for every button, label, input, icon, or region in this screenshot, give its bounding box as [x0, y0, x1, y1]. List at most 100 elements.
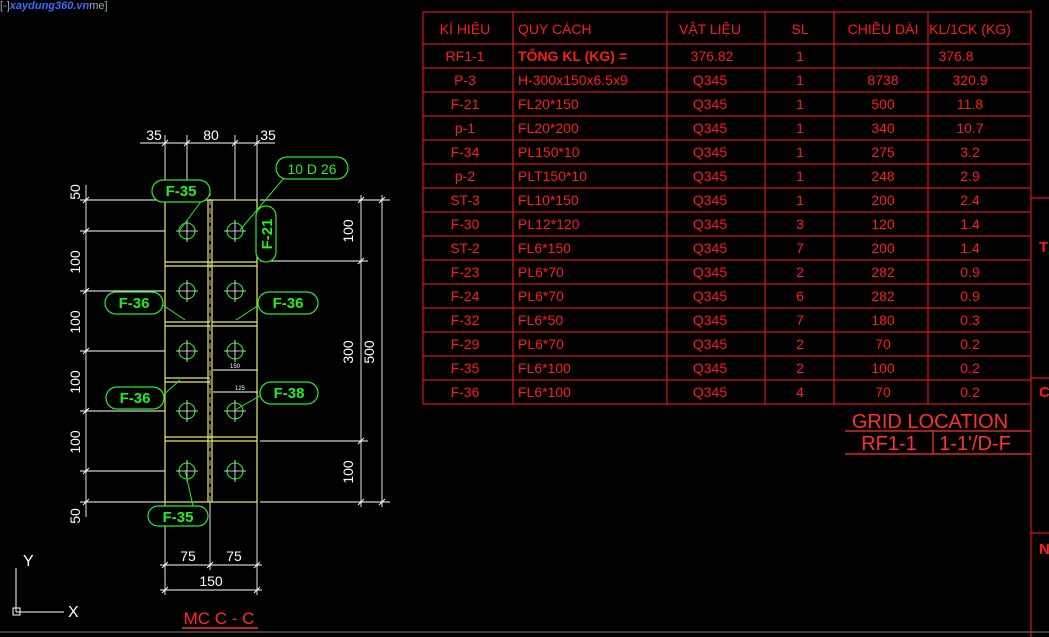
callout-f35-bottom: F-35	[163, 509, 194, 526]
table-cell: 0.2	[960, 384, 980, 400]
table-cell: FL6*100	[518, 384, 571, 400]
table-cell: PL150*10	[518, 144, 580, 160]
table-cell: 1	[796, 168, 804, 184]
table-cell: P-3	[454, 72, 476, 88]
dim-left-4: 100	[67, 370, 83, 394]
table-header-cell: KÍ HIỆU	[440, 21, 491, 37]
table-cell: F-30	[451, 216, 480, 232]
callout-f36-lower: F-36	[120, 390, 151, 407]
table-cell: 0.3	[960, 312, 980, 328]
table-cell: FL10*150	[518, 192, 579, 208]
table-cell: ST-2	[450, 240, 480, 256]
callout-f36-left: F-36	[119, 295, 150, 312]
table-cell: Q345	[693, 288, 727, 304]
table-cell: 2.4	[960, 192, 980, 208]
table-cell: 70	[875, 336, 891, 352]
table-cell: 100	[871, 360, 895, 376]
table-cell: 10.7	[956, 120, 983, 136]
table-cell: TỔNG KL (KG) =	[518, 47, 627, 64]
table-header-cell: CHIỀU DÀI	[848, 21, 919, 37]
table-cell: PL6*70	[518, 288, 564, 304]
dim-top-3: 35	[260, 127, 276, 143]
table-cell: 2.9	[960, 168, 980, 184]
dim-left-3: 100	[67, 310, 83, 334]
table-cell: Q345	[693, 120, 727, 136]
callout-f36-right: F-36	[273, 295, 304, 312]
grid-location-title: GRID LOCATION	[852, 411, 1008, 433]
table-cell: 200	[871, 192, 895, 208]
table-cell: PL6*70	[518, 264, 564, 280]
table-cell: Q345	[693, 384, 727, 400]
table-cell: Q345	[693, 360, 727, 376]
table-cell: 2	[796, 336, 804, 352]
table-cell: PL12*120	[518, 216, 580, 232]
table-cell: 2	[796, 360, 804, 376]
table-cell: F-23	[451, 264, 480, 280]
table-cell: 340	[871, 120, 895, 136]
table-cell: 11.8	[957, 96, 983, 112]
table-cell: 3.2	[960, 144, 980, 160]
dim-bottom-2: 75	[226, 548, 242, 564]
table-cell: 120	[871, 216, 895, 232]
dim-left-5: 100	[67, 430, 83, 454]
table-cell: F-21	[451, 96, 480, 112]
table-cell: RF1-1	[446, 48, 485, 64]
viewport-label[interactable]: [-]xaydung360.vnme]	[0, 0, 108, 18]
table-cell: 0.9	[960, 264, 980, 280]
table-cell: 0.2	[960, 360, 980, 376]
title-block-fragment-2: C	[1039, 384, 1049, 401]
grid-location-value: 1-1'/D-F	[939, 433, 1011, 455]
dim-top-2: 80	[203, 127, 219, 143]
table-cell: ST-3	[450, 192, 480, 208]
ucs-x-label: X	[68, 604, 79, 621]
table-cell: 1	[796, 48, 804, 64]
table-cell: F-36	[451, 384, 480, 400]
table-cell: F-35	[451, 360, 480, 376]
table-cell: Q345	[693, 72, 727, 88]
table-header-cell: KL/1CK (KG)	[929, 21, 1011, 37]
table-cell: FL6*150	[518, 240, 571, 256]
dim-bottom-total: 150	[199, 573, 223, 589]
table-cell: 500	[871, 96, 895, 112]
grid-location-mark: RF1-1	[861, 433, 917, 455]
table-cell: Q345	[693, 240, 727, 256]
grid-location-box	[845, 430, 1031, 455]
title-block-fragment-3: N	[1039, 541, 1049, 558]
table-cell: FL20*200	[518, 120, 579, 136]
table-header-cell: VẬT LIỆU	[679, 21, 741, 37]
table-cell: F-32	[451, 312, 480, 328]
table-cell: 8738	[867, 72, 898, 88]
table-cell: 1	[796, 192, 804, 208]
dim-right-1: 100	[340, 219, 356, 243]
dim-left-2: 100	[67, 250, 83, 274]
table-cell: FL20*150	[518, 96, 579, 112]
table-cell: 200	[871, 240, 895, 256]
table-cell: p-2	[455, 168, 475, 184]
table-cell: F-24	[451, 288, 480, 304]
table-cell: 1.4	[960, 216, 980, 232]
table-cell: 7	[796, 240, 804, 256]
table-cell: F-29	[451, 336, 480, 352]
watermark-text: xaydung360.vn	[9, 0, 90, 12]
table-cell: H-300x150x6.5x9	[518, 72, 628, 88]
dim-top-1: 35	[146, 127, 162, 143]
dim-bottom-1: 75	[180, 548, 196, 564]
table-cell: Q345	[693, 264, 727, 280]
table-cell: 320.9	[952, 72, 987, 88]
table-cell: 1.4	[960, 240, 980, 256]
table-cell: 2	[796, 264, 804, 280]
dim-small-2: 125	[235, 386, 246, 392]
table-cell: F-34	[451, 144, 480, 160]
dim-left-1: 50	[67, 184, 83, 200]
table-cell: Q345	[693, 336, 727, 352]
table-cell: Q345	[693, 192, 727, 208]
table-cell: 6	[796, 288, 804, 304]
dim-small-1: 150	[230, 364, 241, 370]
dim-right-total: 500	[361, 340, 377, 364]
table-cell: 376.8	[938, 48, 973, 64]
callout-bolt: 10 D 26	[287, 161, 336, 177]
table-cell: 376.82	[691, 48, 734, 64]
table-cell: 282	[871, 288, 895, 304]
